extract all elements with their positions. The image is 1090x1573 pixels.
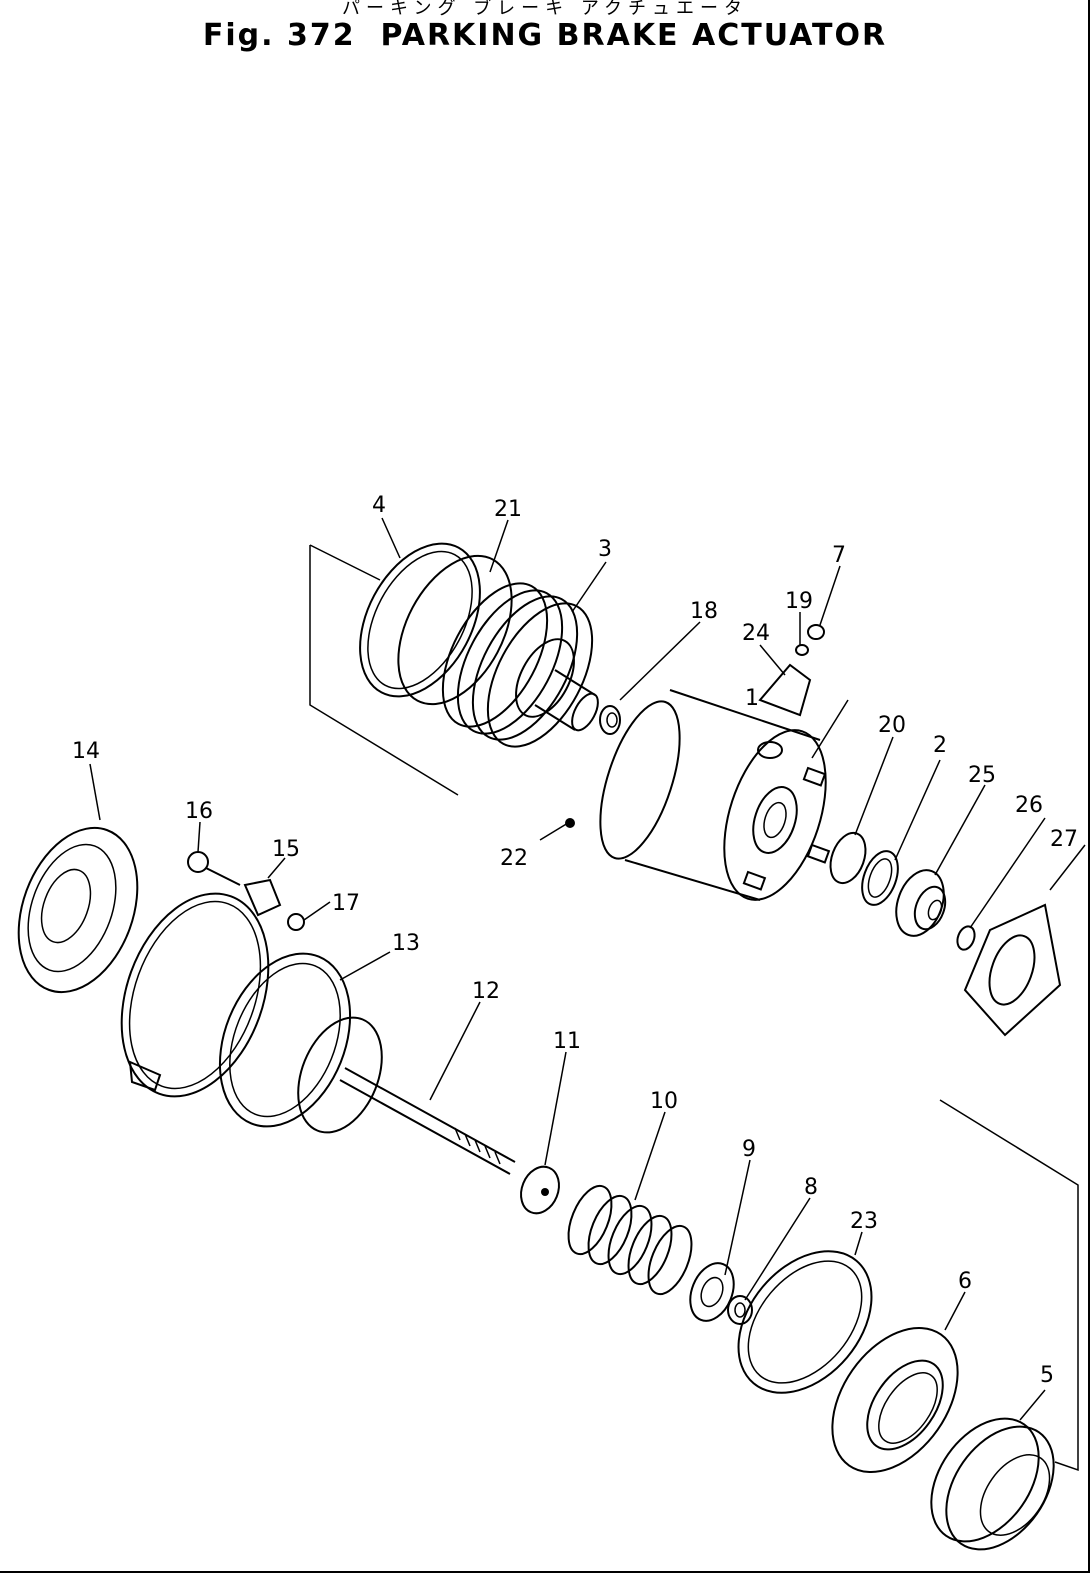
part-3-piston xyxy=(441,582,599,748)
part-7-bolt xyxy=(807,624,825,640)
callout-17: 17 xyxy=(332,891,360,916)
part-24-bracket xyxy=(758,663,812,717)
part-2-ring xyxy=(861,850,899,906)
part-25-bushing xyxy=(895,869,947,937)
callout-14: 14 xyxy=(72,739,100,764)
part-11-washer xyxy=(520,1165,560,1215)
callout-8: 8 xyxy=(804,1175,818,1200)
callout-22: 22 xyxy=(500,846,528,871)
callout-19: 19 xyxy=(785,589,813,614)
part-1-cylinder-body xyxy=(599,689,831,901)
part-15-clamp-band xyxy=(120,878,282,1098)
part-9-washer xyxy=(689,1262,735,1322)
callout-7: 7 xyxy=(832,543,846,568)
callout-10: 10 xyxy=(650,1089,678,1114)
callout-16: 16 xyxy=(185,799,213,824)
part-23-ring xyxy=(737,1250,873,1394)
callout-2: 2 xyxy=(933,733,947,758)
callout-5: 5 xyxy=(1040,1363,1054,1388)
japanese-title: パーキング ブレーキ アクチュエータ xyxy=(341,0,748,19)
callout-15: 15 xyxy=(272,837,300,862)
part-8-nut xyxy=(727,1295,753,1325)
callout-25: 25 xyxy=(968,763,996,788)
part-18-nut xyxy=(599,705,621,735)
callout-18: 18 xyxy=(690,599,718,624)
callout-9: 9 xyxy=(742,1137,756,1162)
callout-27: 27 xyxy=(1050,827,1078,852)
part-6-flange xyxy=(831,1326,959,1474)
callout-21: 21 xyxy=(494,497,522,522)
part-14-cover xyxy=(17,826,139,994)
callout-4: 4 xyxy=(372,493,386,518)
callout-23: 23 xyxy=(850,1209,878,1234)
callout-11: 11 xyxy=(553,1029,581,1054)
callout-labels: 1 2 3 4 5 6 7 8 9 10 11 12 13 14 15 16 1… xyxy=(72,493,1078,1388)
part-27-gasket xyxy=(963,903,1062,1037)
callout-6: 6 xyxy=(958,1269,972,1294)
part-4-snap-ring xyxy=(359,542,481,698)
figure-title: Fig. 372 PARKING BRAKE ACTUATOR xyxy=(202,18,888,53)
part-17-nut xyxy=(287,913,305,931)
callout-24: 24 xyxy=(742,621,770,646)
part-22-plug xyxy=(565,818,575,828)
callout-13: 13 xyxy=(392,931,420,956)
callout-12: 12 xyxy=(472,979,500,1004)
part-26-seal xyxy=(956,925,976,951)
part-12-push-rod xyxy=(297,1016,516,1175)
callout-3: 3 xyxy=(598,537,612,562)
callout-26: 26 xyxy=(1015,793,1043,818)
part-16-bolt xyxy=(187,851,241,886)
leader-lines xyxy=(89,517,1086,1421)
part-10-spring xyxy=(567,1184,693,1296)
part-13-diaphragm xyxy=(218,952,352,1128)
assembly-axis-lines xyxy=(309,544,1079,1472)
part-5-cap xyxy=(930,1417,1055,1551)
part-19-washer xyxy=(795,644,809,656)
part-20-o-ring xyxy=(829,831,867,885)
callout-20: 20 xyxy=(878,713,906,738)
callout-1: 1 xyxy=(745,686,759,711)
part-21-o-ring xyxy=(397,554,513,706)
